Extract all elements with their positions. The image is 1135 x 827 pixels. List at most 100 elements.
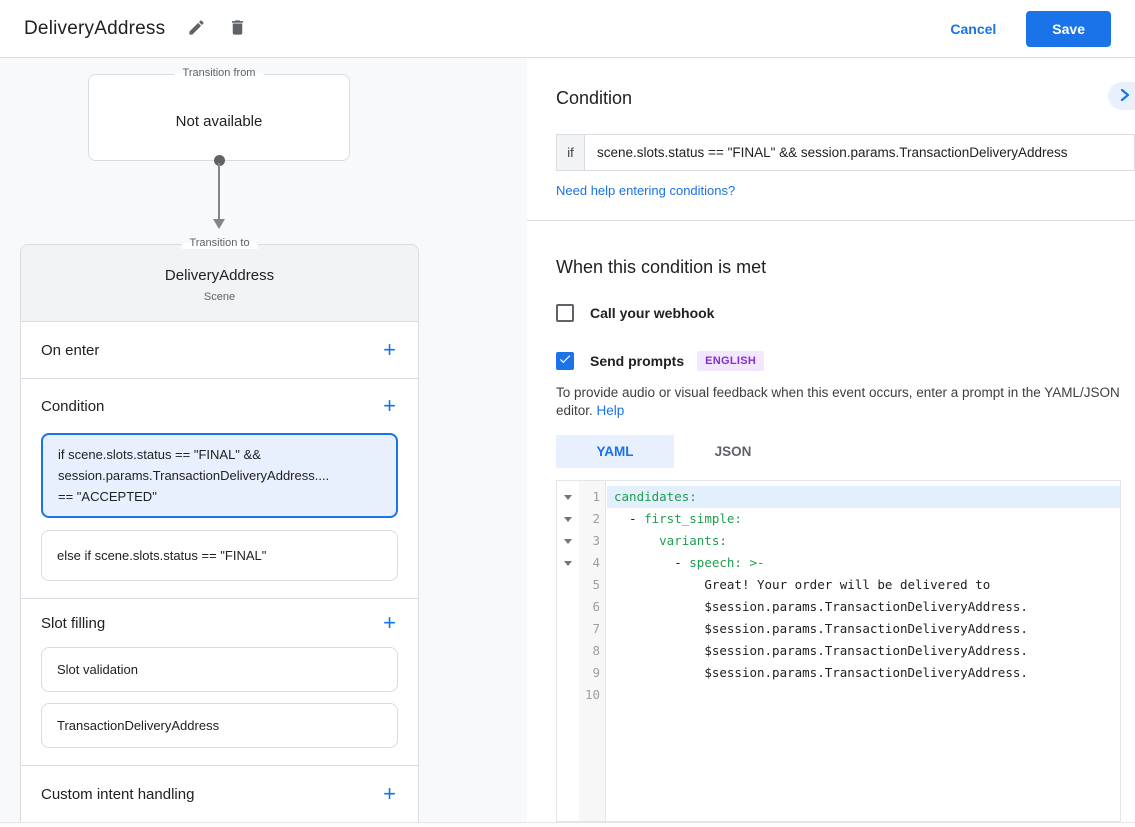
fold-spacer bbox=[557, 684, 579, 706]
fold-spacer bbox=[557, 662, 579, 684]
collapse-panel-button[interactable] bbox=[1108, 82, 1135, 110]
scene-name: DeliveryAddress bbox=[164, 267, 275, 284]
when-condition-title: When this condition is met bbox=[556, 257, 767, 277]
condition-card[interactable]: else if scene.slots.status == "FINAL" bbox=[41, 530, 398, 581]
fold-arrow-icon[interactable] bbox=[557, 552, 579, 574]
code-line: 1 candidates: bbox=[557, 486, 1120, 508]
condition-help-link[interactable]: Need help entering conditions? bbox=[556, 183, 736, 198]
checkmark-icon bbox=[558, 352, 572, 371]
section-condition: Condition + if scene.slots.status == "FI… bbox=[21, 379, 418, 599]
line-number: 7 bbox=[592, 621, 600, 636]
code-text: - first_simple: bbox=[614, 511, 742, 526]
line-number: 1 bbox=[592, 489, 600, 504]
condition-detail-panel: Condition if Need help entering conditio… bbox=[527, 58, 1135, 822]
add-custom-intent-button[interactable]: + bbox=[383, 781, 396, 806]
panel-divider bbox=[527, 220, 1135, 221]
bottom-strip bbox=[0, 822, 1135, 827]
fold-spacer bbox=[557, 574, 579, 596]
save-button[interactable]: Save bbox=[1026, 10, 1111, 47]
line-number: 6 bbox=[592, 599, 600, 614]
page-title: DeliveryAddress bbox=[24, 17, 166, 39]
fold-arrow-icon[interactable] bbox=[557, 486, 579, 508]
panel-title: Condition bbox=[556, 88, 633, 108]
code-text: variants: bbox=[659, 533, 727, 548]
code-text: $session.params.TransactionDeliveryAddre… bbox=[704, 643, 1028, 658]
code-line: 5 Great! Your order will be delivered to bbox=[557, 574, 1120, 596]
connector-dot bbox=[214, 155, 225, 166]
fold-spacer bbox=[557, 618, 579, 640]
scene-flow-panel: Transition from Not available Transition… bbox=[0, 58, 527, 822]
code-line: 4 - speech: >- bbox=[557, 552, 1120, 574]
code-line: 2 - first_simple: bbox=[557, 508, 1120, 530]
line-number: 2 bbox=[592, 511, 600, 526]
tab-yaml[interactable]: YAML bbox=[556, 435, 674, 468]
add-slot-button[interactable]: + bbox=[383, 610, 396, 635]
condition-label: Condition bbox=[41, 397, 105, 415]
add-on-enter-button[interactable]: + bbox=[383, 337, 396, 362]
fold-spacer bbox=[557, 596, 579, 618]
code-line: 6 $session.params.TransactionDeliveryAdd… bbox=[557, 596, 1120, 618]
trash-icon bbox=[228, 18, 247, 40]
condition-expression-row: if bbox=[556, 134, 1135, 171]
on-enter-label: On enter bbox=[41, 341, 100, 359]
line-number: 8 bbox=[592, 643, 600, 658]
custom-intent-label: Custom intent handling bbox=[41, 785, 195, 803]
condition-expression-input[interactable] bbox=[584, 134, 1135, 171]
transition-to-legend: Transition to bbox=[181, 237, 258, 249]
tab-json[interactable]: JSON bbox=[674, 435, 792, 468]
edit-button[interactable] bbox=[187, 18, 206, 40]
code-line: 7 $session.params.TransactionDeliveryAdd… bbox=[557, 618, 1120, 640]
line-number: 3 bbox=[592, 533, 600, 548]
webhook-row: Call your webhook bbox=[556, 303, 1135, 323]
fold-spacer bbox=[557, 640, 579, 662]
editor-gutter bbox=[579, 481, 606, 821]
transition-to-box: Transition to DeliveryAddress Scene On e… bbox=[20, 237, 419, 822]
slot-card[interactable]: TransactionDeliveryAddress bbox=[41, 703, 398, 748]
code-text: Great! Your order will be delivered to bbox=[704, 577, 991, 592]
send-prompts-checkbox[interactable] bbox=[556, 352, 574, 370]
scene-header[interactable]: DeliveryAddress Scene bbox=[21, 245, 418, 322]
send-prompts-row: Send prompts ENGLISH bbox=[556, 351, 1135, 371]
webhook-label: Call your webhook bbox=[590, 305, 715, 321]
transition-from-legend: Transition from bbox=[174, 67, 264, 79]
code-text: $session.params.TransactionDeliveryAddre… bbox=[704, 665, 1028, 680]
webhook-checkbox[interactable] bbox=[556, 304, 574, 322]
help-link[interactable]: Help bbox=[596, 403, 625, 418]
slot-filling-label: Slot filling bbox=[41, 614, 106, 632]
code-text bbox=[607, 684, 1120, 706]
transition-from-value: Not available bbox=[175, 113, 263, 130]
code-text: $session.params.TransactionDeliveryAddre… bbox=[704, 599, 1028, 614]
if-prefix: if bbox=[556, 134, 584, 171]
language-badge: ENGLISH bbox=[697, 351, 765, 371]
slot-card[interactable]: Slot validation bbox=[41, 647, 398, 692]
line-number: 10 bbox=[584, 687, 600, 702]
send-prompts-label: Send prompts bbox=[590, 353, 685, 369]
chevron-right-icon bbox=[1120, 88, 1130, 104]
cancel-button[interactable]: Cancel bbox=[950, 20, 997, 37]
prompts-description-text: To provide audio or visual feedback when… bbox=[556, 385, 1120, 418]
condition-card-selected[interactable]: if scene.slots.status == "FINAL" && sess… bbox=[41, 433, 398, 518]
section-custom-intent: Custom intent handling + bbox=[21, 766, 418, 822]
add-condition-button[interactable]: + bbox=[383, 393, 396, 418]
line-number: 9 bbox=[592, 665, 600, 680]
main-content: Transition from Not available Transition… bbox=[0, 58, 1135, 822]
scene-subtitle: Scene bbox=[203, 291, 236, 303]
code-line: 9 $session.params.TransactionDeliveryAdd… bbox=[557, 662, 1120, 684]
condition-card-list: if scene.slots.status == "FINAL" && sess… bbox=[21, 433, 418, 581]
delete-button[interactable] bbox=[228, 18, 247, 40]
connector-line bbox=[218, 163, 220, 220]
header-bar: DeliveryAddress Cancel Save bbox=[0, 0, 1135, 58]
transition-from-box: Transition from Not available bbox=[88, 67, 350, 161]
line-number: 4 bbox=[592, 555, 600, 570]
section-on-enter: On enter + bbox=[21, 322, 418, 379]
header-actions: Cancel Save bbox=[950, 10, 1111, 47]
prompts-description: To provide audio or visual feedback when… bbox=[556, 384, 1121, 420]
fold-arrow-icon[interactable] bbox=[557, 508, 579, 530]
code-text: candidates: bbox=[607, 486, 1120, 508]
fold-arrow-icon[interactable] bbox=[557, 530, 579, 552]
